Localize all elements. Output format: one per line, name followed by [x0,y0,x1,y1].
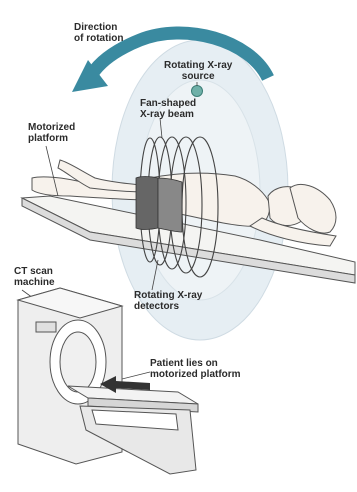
label-direction-of-rotation: Direction of rotation [74,22,123,44]
label-ct-scan-machine: CT scan machine [14,266,55,288]
label-rotating-xray-source: Rotating X-ray source [164,60,232,82]
xray-source [192,86,203,97]
label-patient-lies-on-platform: Patient lies on motorized platform [150,358,241,380]
label-rotating-xray-detectors: Rotating X-ray detectors [134,290,202,312]
label-motorized-platform: Motorized platform [28,122,75,144]
label-fan-shaped-xray-beam: Fan-shaped X-ray beam [140,98,196,120]
detector-band [136,177,182,233]
